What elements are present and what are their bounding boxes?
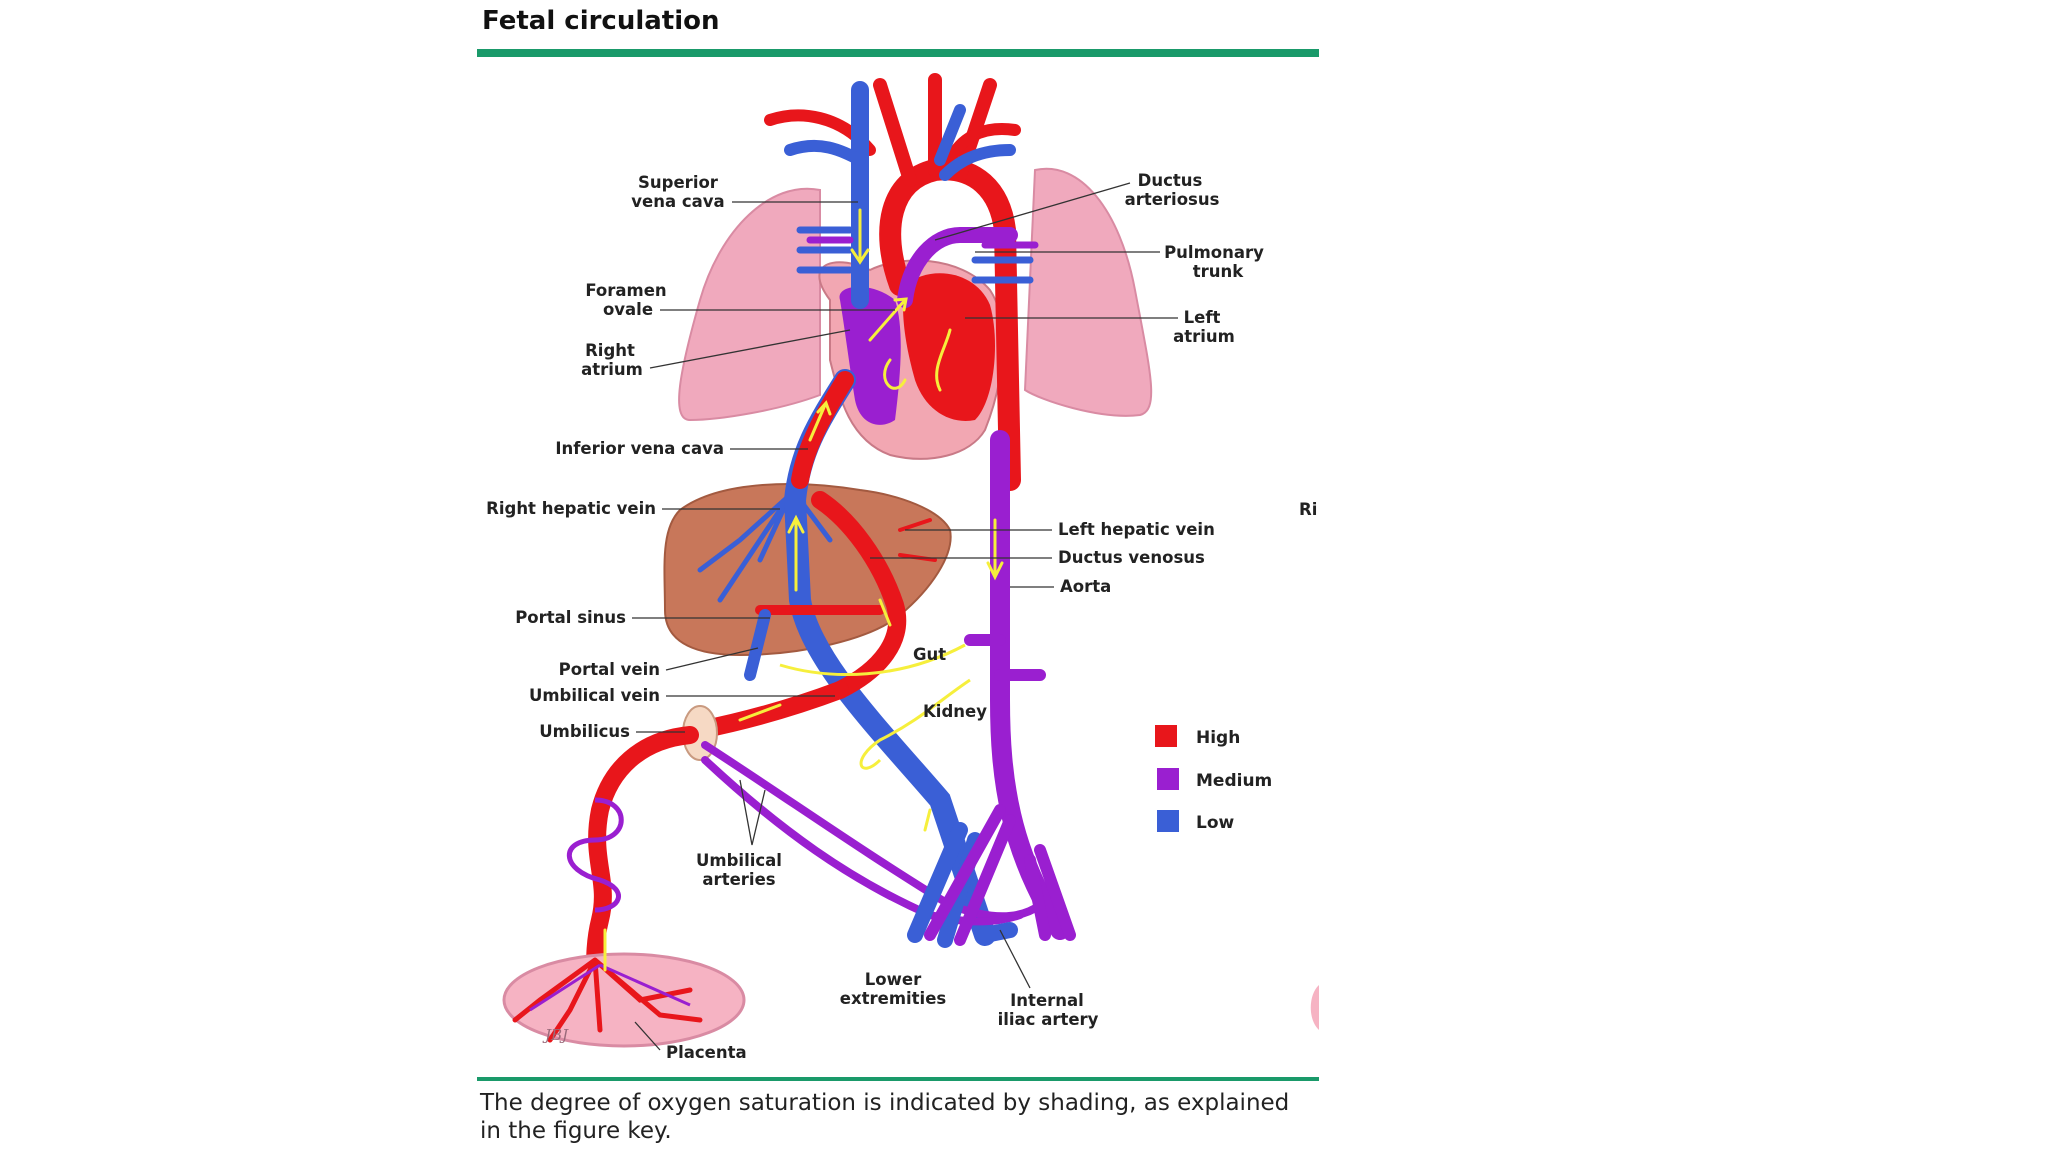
pulmonary-trunk-vessel — [897, 227, 1018, 308]
label-ductus-arteriosus-2: arteriosus — [1125, 190, 1220, 209]
cut-off-placenta-edge — [1310, 985, 1319, 1030]
leader-internal-iliac-artery — [999, 929, 1031, 989]
label-umbilical-arteries-1: Umbilical — [696, 851, 782, 870]
subclavian-right — [944, 123, 1021, 166]
label-internal-iliac-artery-1: Internal — [1010, 991, 1084, 1010]
left-atrium-chamber — [903, 273, 995, 421]
label-superior-vena-cava-2: vena cava — [631, 192, 724, 211]
leader-portal-vein — [665, 647, 759, 671]
umbilical-cord-coils — [566, 797, 624, 913]
label-gut: Gut — [913, 645, 946, 664]
top-rule — [477, 49, 1319, 57]
label-left-hepatic-vein: Left hepatic vein — [1058, 520, 1215, 539]
label-portal-vein: Portal vein — [559, 660, 660, 679]
label-right-atrium-2: atrium — [581, 360, 643, 379]
legend-swatch-medium — [1157, 768, 1179, 790]
placenta-arteries — [529, 963, 691, 1012]
label-left-atrium-2: atrium — [1173, 327, 1235, 346]
flow-arrows — [603, 208, 1004, 972]
leader-umbilical-arteries — [739, 779, 766, 846]
left-lung — [1023, 167, 1153, 417]
legend-label-high: High — [1196, 728, 1240, 748]
label-pulmonary-trunk-2: trunk — [1193, 262, 1245, 281]
label-umbilical-arteries-2: arteries — [702, 870, 775, 889]
label-portal-sinus: Portal sinus — [515, 608, 626, 627]
label-internal-iliac-artery-2: iliac artery — [998, 1010, 1099, 1029]
artist-signature: JBJ — [542, 1026, 569, 1044]
label-umbilicus: Umbilicus — [539, 722, 630, 741]
label-left-atrium-1: Left — [1184, 308, 1221, 327]
hepatic-veins-tree — [697, 492, 833, 603]
ductus-venosus-vessel — [811, 491, 907, 699]
placenta-vessels — [512, 957, 703, 1043]
label-foramen-ovale-2: ovale — [603, 300, 653, 319]
label-right-hepatic-vein: Right hepatic vein — [486, 499, 656, 518]
label-lower-extremities-2: extremities — [840, 989, 947, 1008]
label-cut-off: Ri — [1299, 500, 1317, 519]
label-aorta: Aorta — [1060, 577, 1111, 596]
leader-placenta — [634, 1021, 661, 1051]
portal-vein-vessel — [744, 609, 771, 681]
aorta-branches — [964, 634, 1046, 681]
figure-caption: The degree of oxygen saturation is indic… — [480, 1090, 1290, 1144]
label-ductus-venosus: Ductus venosus — [1058, 548, 1205, 567]
umbilical-artery-2 — [701, 756, 1024, 926]
lower-extremity-arteries — [924, 804, 1076, 946]
label-placenta: Placenta — [666, 1043, 747, 1062]
label-ductus-arteriosus-1: Ductus — [1138, 171, 1203, 190]
gut-vessel — [779, 643, 966, 677]
leader-ductus-arteriosus — [934, 182, 1131, 241]
ivc-upper-medium — [791, 371, 854, 489]
pulmonary-veins — [796, 226, 1034, 284]
label-pulmonary-trunk-1: Pulmonary — [1164, 243, 1264, 262]
legend-swatch-low — [1157, 810, 1179, 832]
kidney-vessel — [859, 678, 971, 770]
brachiocephalic-veins — [784, 104, 1016, 181]
figure-title: Fetal circulation — [482, 6, 720, 36]
legend: High Medium Low — [1155, 725, 1272, 833]
legend-swatch-high — [1155, 725, 1177, 747]
legend-label-low: Low — [1196, 813, 1235, 833]
label-kidney: Kidney — [923, 702, 987, 721]
label-lower-extremities-1: Lower — [865, 970, 922, 989]
right-lung — [678, 187, 821, 422]
label-umbilical-vein: Umbilical vein — [529, 686, 660, 705]
legend-label-medium: Medium — [1196, 771, 1272, 791]
label-superior-vena-cava-1: Superior — [638, 173, 719, 192]
bottom-rule — [477, 1077, 1319, 1081]
label-foramen-ovale-1: Foramen — [585, 281, 666, 300]
label-inferior-vena-cava: Inferior vena cava — [555, 439, 724, 458]
leader-right-atrium — [649, 329, 851, 369]
label-right-atrium-1: Right — [585, 341, 635, 360]
pulmonary-arteries — [806, 236, 1039, 249]
